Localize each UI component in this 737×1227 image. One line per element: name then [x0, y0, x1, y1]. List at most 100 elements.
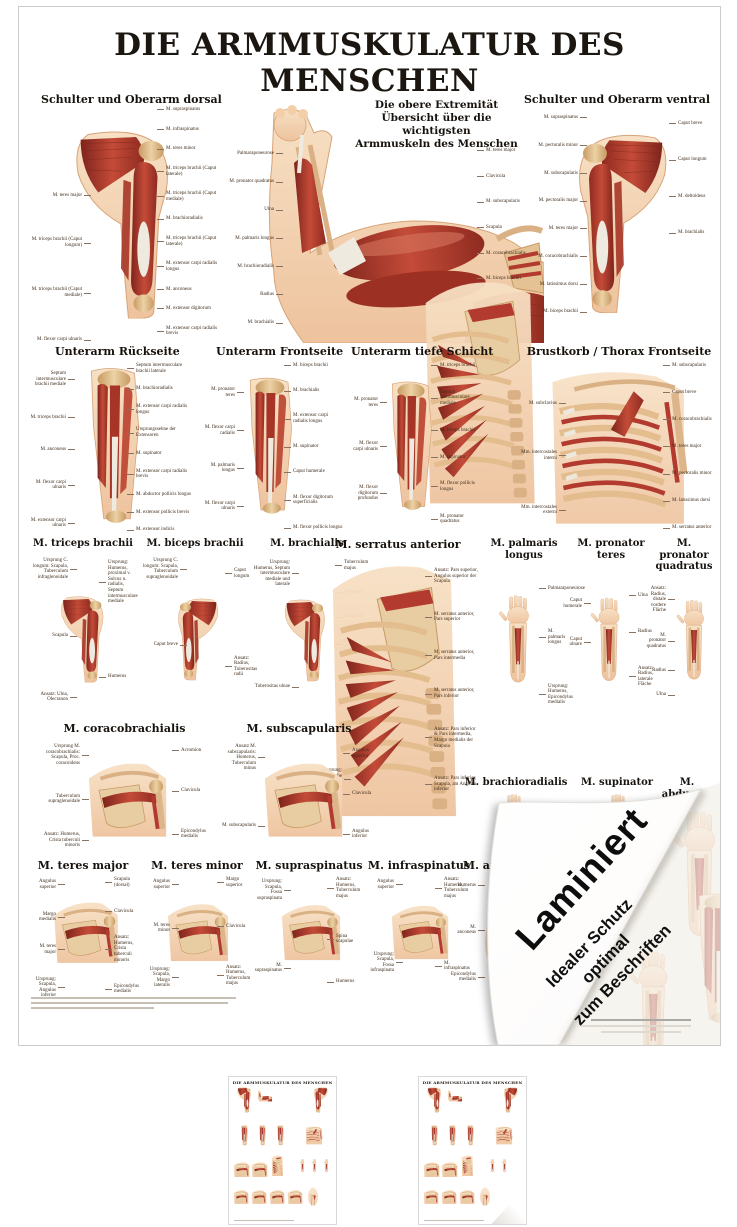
panel-schulter-oberarm-ventral: Schulter und Oberarm ventral M. supraspi…: [517, 93, 717, 345]
panel-heading: Brustkorb / Thorax Frontseite: [526, 345, 712, 358]
muscle-label: Ansatz M. subscapularis: Humerus, Tuberc…: [219, 744, 265, 772]
muscle-label: M. flexor carpi ulnaris: [349, 441, 387, 452]
muscle-label: M. teres minor: [157, 146, 223, 152]
muscle-label: M. abductor pollicis longus: [127, 492, 197, 498]
muscle-label: M. flexor pollicis longus: [431, 481, 484, 492]
panel-triceps-brachii: M. triceps brachii Ursprung C. longum: S…: [27, 538, 139, 716]
muscle-label: Ursprung: Humerus, Septum intermusculare…: [251, 560, 299, 588]
muscle-label: M. flexor carpi ulnaris: [27, 480, 75, 491]
muscle-label: M. brachioradialis: [221, 264, 283, 270]
muscle-label: Epicondylus medialis: [451, 972, 485, 983]
panel-heading: M. triceps brachii: [33, 538, 133, 549]
muscle-label: M. teres major: [477, 148, 543, 154]
muscle-label: Caput longum: [669, 157, 717, 163]
muscle-label: M. subclavius: [521, 401, 566, 407]
muscle-label: M. triceps brachii (Caput laterale): [157, 236, 223, 247]
muscle-label: M. pectoralis minor: [517, 143, 587, 149]
muscle-label: M. anconeus: [157, 287, 223, 293]
panel-heading: M. brachioradialis: [464, 777, 568, 788]
panel-heading: M. coracobrachialis: [63, 722, 186, 735]
panel-heading: M. serratus anterior: [335, 538, 461, 551]
muscle-label: M. extensor carpi radialis brevis: [127, 469, 197, 480]
poster-thumbnail-1[interactable]: DIE ARMMUSKULATUR DES MENSCHEN: [228, 1076, 337, 1225]
muscle-label: M. pronator teres: [204, 387, 244, 398]
anatomy-illustration: [261, 748, 346, 848]
muscle-label: M. deltoideus: [669, 194, 717, 200]
muscle-label: M. extensor digitorum: [157, 306, 223, 312]
panel-coracobrachialis: M. coracobrachialis Ursprung M. coracobr…: [37, 722, 212, 854]
panel-heading: M. subscapularis: [246, 722, 352, 735]
muscle-label: Mm. intercostales interni: [521, 450, 566, 461]
panel-biceps-brachii: M. biceps brachii Ursprung C. longum: Sc…: [141, 538, 257, 716]
muscle-label: Clavicula: [217, 924, 251, 930]
muscle-label: M. extensor indicis: [127, 527, 197, 533]
muscle-label: Ansatz: Ulna, Olecranon: [27, 692, 77, 703]
muscle-label: M. flexor pollicis longus: [284, 525, 344, 531]
panel-heading: Unterarm tiefe Schicht: [351, 345, 494, 358]
muscle-label: Ursprung: Scapula, Fossa infraspinata: [367, 952, 403, 974]
muscle-label: M. anconeus: [457, 925, 485, 936]
panel-brachioradialis: M. brachioradialis: [457, 777, 575, 877]
muscle-label: Margo medialis: [27, 912, 65, 923]
muscle-label: M. latissimus dorsi: [663, 498, 717, 504]
anatomy-illustration: [495, 580, 541, 716]
muscle-label: M. triceps brachii (Caput mediale): [157, 191, 223, 202]
muscle-label: Ursprung: Scapula, Angulus inferior: [27, 977, 65, 999]
muscle-label: Caput longum: [225, 568, 249, 579]
muscle-label: Caput breve: [669, 121, 717, 127]
muscle-label: M. subscapularis: [219, 823, 265, 829]
muscle-label: Ansatz: Humerus, Tuberculum majus: [327, 877, 363, 899]
muscle-label: Tuberculum majus: [335, 560, 368, 571]
muscle-label: Ansatz: Pars inferior, Scapula, am Angul…: [425, 776, 479, 793]
muscle-label: Ansatz: Humerus, Tuberculum majus: [435, 877, 471, 899]
label-column: Ursprung C. longum: Scapula, Tuberculum …: [141, 558, 187, 648]
muscle-label: M. brachioradialis: [157, 216, 223, 222]
muscle-label: M. latissimus dorsi: [517, 282, 587, 288]
muscle-label: Septum intermusculare mediale: [431, 390, 484, 407]
panel-heading: Schulter und Oberarm ventral: [523, 93, 711, 106]
muscle-label: M. subscapularis: [517, 171, 587, 177]
muscle-label: M. anconeus: [27, 447, 75, 453]
anatomy-illustration: [673, 580, 715, 716]
muscle-label: Radius: [629, 629, 653, 635]
muscle-label: Tuberositas ulnae: [251, 684, 299, 690]
poster-thumbnail-2[interactable]: DIE ARMMUSKULATUR DES MENSCHEN Laminiert: [418, 1076, 527, 1225]
muscle-label: Scapula (dorsal): [105, 877, 139, 888]
muscle-label: Ulna: [629, 593, 653, 599]
muscle-label: Clavicula: [105, 909, 139, 915]
muscle-label: M. extensor carpi radialis brevis: [157, 326, 223, 337]
muscle-label: Clavicula: [477, 174, 543, 180]
muscle-label: M. pectoralis minor: [663, 471, 717, 477]
muscle-label: Radius: [647, 668, 675, 674]
panel-heading: M. teres major: [37, 859, 129, 872]
muscle-label: Angulus superior: [27, 879, 65, 890]
panel-heading: Unterarm Frontseite: [216, 345, 344, 358]
muscle-label: Ansatz: Humerus, Tuberculum majus: [217, 965, 251, 987]
thumbnail-fineprint: [234, 1220, 294, 1221]
muscle-label: M. teres major: [663, 444, 717, 450]
muscle-label: M. flexor carpi ulnaris: [204, 501, 244, 512]
muscle-label: Epicondylus medialis: [105, 984, 139, 995]
muscle-label: Mm. intercostales externi: [521, 505, 566, 516]
label-column: Ursprung: Humerus, proximal v. Sulcus n.…: [99, 560, 139, 680]
poster-title: DIE ARMMUSKULATUR DES MENSCHEN: [114, 27, 625, 99]
muscle-label: Ursprung: Humerus, proximal v. Sulcus n.…: [99, 560, 139, 605]
poster-image[interactable]: DIE ARMMUSKULATUR DES MENSCHEN Schulter …: [18, 6, 721, 1046]
